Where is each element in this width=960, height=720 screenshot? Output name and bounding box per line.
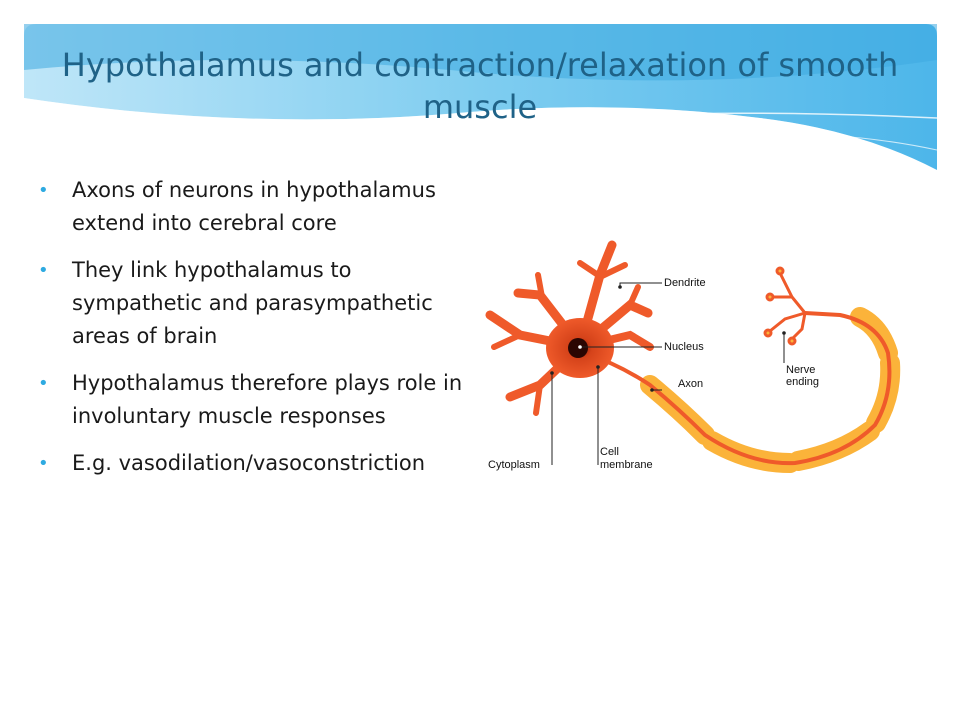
label-cell-membrane-2: membrane	[600, 459, 653, 471]
bullet-item: • They link hypothalamus to sympathetic …	[38, 254, 478, 353]
neuron-diagram: Dendrite Nucleus Axon Nerve ending Cytop…	[485, 240, 901, 473]
axon-terminal	[763, 266, 807, 346]
label-cytoplasm: Cytoplasm	[488, 459, 540, 471]
bullet-list: • Axons of neurons in hypothalamus exten…	[38, 174, 478, 480]
label-nerve-ending-1: Nerve	[786, 364, 815, 376]
bullet-text: E.g. vasodilation/vasoconstriction	[72, 451, 426, 475]
cell-body	[485, 240, 654, 416]
bullet-item: • Hypothalamus therefore plays role in i…	[38, 367, 478, 433]
bullet-dot-icon: •	[38, 453, 49, 474]
slide-title: Hypothalamus and contraction/relaxation …	[61, 46, 899, 126]
bullet-item: • E.g. vasodilation/vasoconstriction	[38, 447, 478, 480]
bullet-dot-icon: •	[38, 260, 49, 281]
label-dendrite: Dendrite	[664, 277, 706, 289]
bullet-text: Hypothalamus therefore plays role in inv…	[72, 371, 463, 428]
label-axon: Axon	[678, 378, 703, 390]
bullet-item: • Axons of neurons in hypothalamus exten…	[38, 174, 478, 240]
header-wave-banner	[24, 24, 938, 178]
nucleus	[568, 338, 588, 358]
bullet-dot-icon: •	[38, 180, 49, 201]
bullet-text: Axons of neurons in hypothalamus extend …	[72, 178, 436, 235]
label-cell-membrane-1: Cell	[600, 446, 619, 458]
label-nucleus: Nucleus	[664, 341, 704, 353]
bullet-dot-icon: •	[38, 373, 49, 394]
label-nerve-ending-2: ending	[786, 376, 819, 388]
bullet-text: They link hypothalamus to sympathetic an…	[72, 258, 433, 348]
axon	[584, 311, 892, 466]
